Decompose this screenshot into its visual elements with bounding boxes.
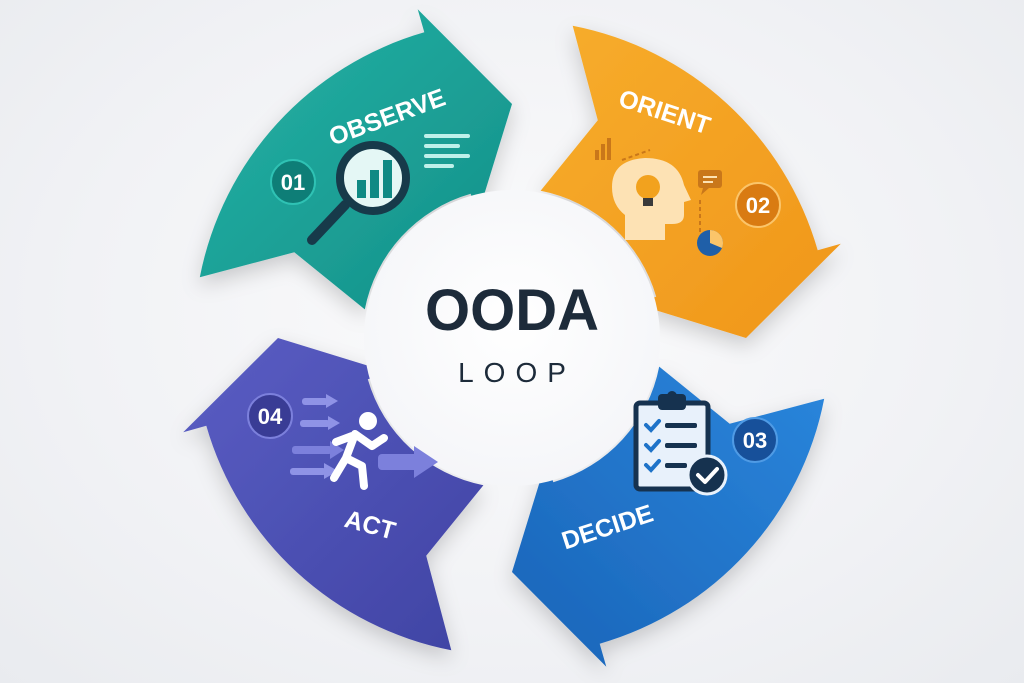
running-person-arrows-icon: [290, 394, 438, 490]
segment-orient: [540, 25, 841, 339]
stage-number-observe: 01: [281, 170, 305, 195]
stage-badge-decide: 03: [732, 417, 778, 463]
checklist-clipboard-icon: [633, 391, 728, 496]
stage-badge-orient: 02: [735, 182, 781, 228]
center-title: OODA: [425, 278, 599, 343]
stage-badge-act: 04: [247, 393, 293, 439]
stage-number-decide: 03: [743, 428, 767, 453]
stage-number-orient: 02: [746, 193, 770, 218]
center-circle: [364, 190, 660, 486]
magnifier-bar-chart-icon: [307, 134, 470, 245]
head-lightbulb-icon: [595, 138, 723, 256]
stage-number-act: 04: [258, 404, 283, 429]
stage-badge-observe: 01: [270, 159, 316, 205]
center-subtitle: LOOP: [458, 357, 576, 388]
